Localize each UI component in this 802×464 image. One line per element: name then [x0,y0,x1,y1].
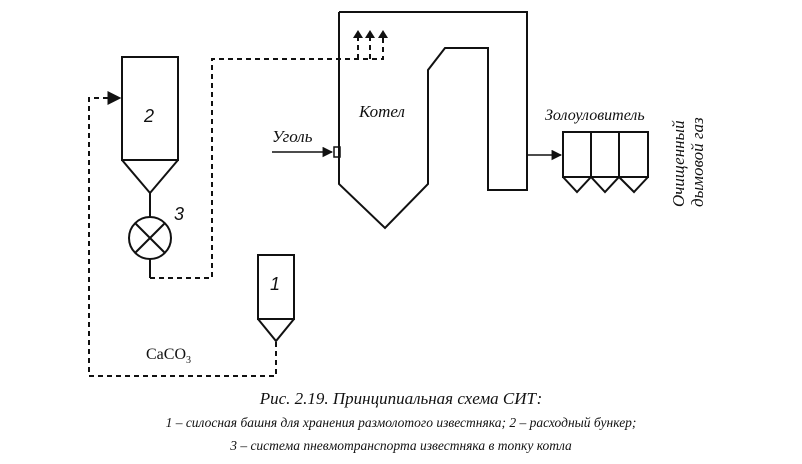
label-coal: Уголь [272,127,313,146]
label-ash-collector: Золоуловитель [545,107,645,124]
figure-caption-line2: 3 – система пневмотранспорта известняка … [230,438,572,453]
pneumatic-feeder-3 [128,216,172,278]
label-caco3: CaCO3 [146,346,191,366]
label-clean-gas-line1: Очищенный [669,120,688,207]
label-1: 1 [270,274,280,294]
feed-bunker-2 [121,56,179,217]
figure-caption-title: Рис. 2.19. Принципиальная схема СИТ: [259,389,543,408]
label-clean-gas-line2: дымовой газ [688,117,707,207]
ash-collector-unit [562,131,649,194]
silo-tower-1 [257,254,295,343]
label-3: 3 [174,204,184,224]
pneumatic-transport-lines [88,36,384,377]
figure-caption-line1: 1 – силосная башня для хранения размолот… [165,415,637,430]
boiler-outline [333,11,528,230]
sit-process-diagram: 2 3 1 Котел Уголь Золоуловитель Очищенны… [88,11,707,377]
injection-arrows [353,30,388,38]
label-2: 2 [143,106,154,126]
label-boiler: Котел [358,102,405,121]
